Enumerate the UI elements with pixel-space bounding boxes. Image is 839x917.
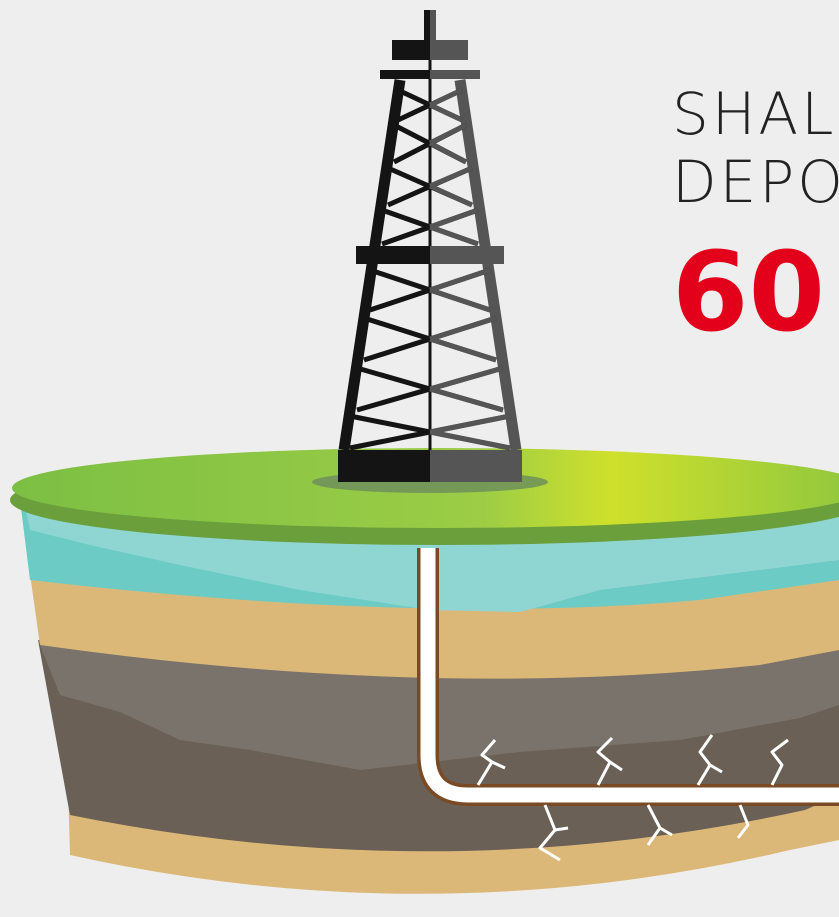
headline: SHAL DEPO 60 — [672, 80, 839, 352]
headline-figure: 60 — [672, 228, 826, 356]
headline-line-1: SHAL — [672, 80, 837, 148]
well-pipe — [420, 548, 839, 803]
headline-line-2: DEPO — [672, 148, 839, 216]
fractures — [476, 734, 789, 862]
drilling-rig — [338, 10, 522, 482]
